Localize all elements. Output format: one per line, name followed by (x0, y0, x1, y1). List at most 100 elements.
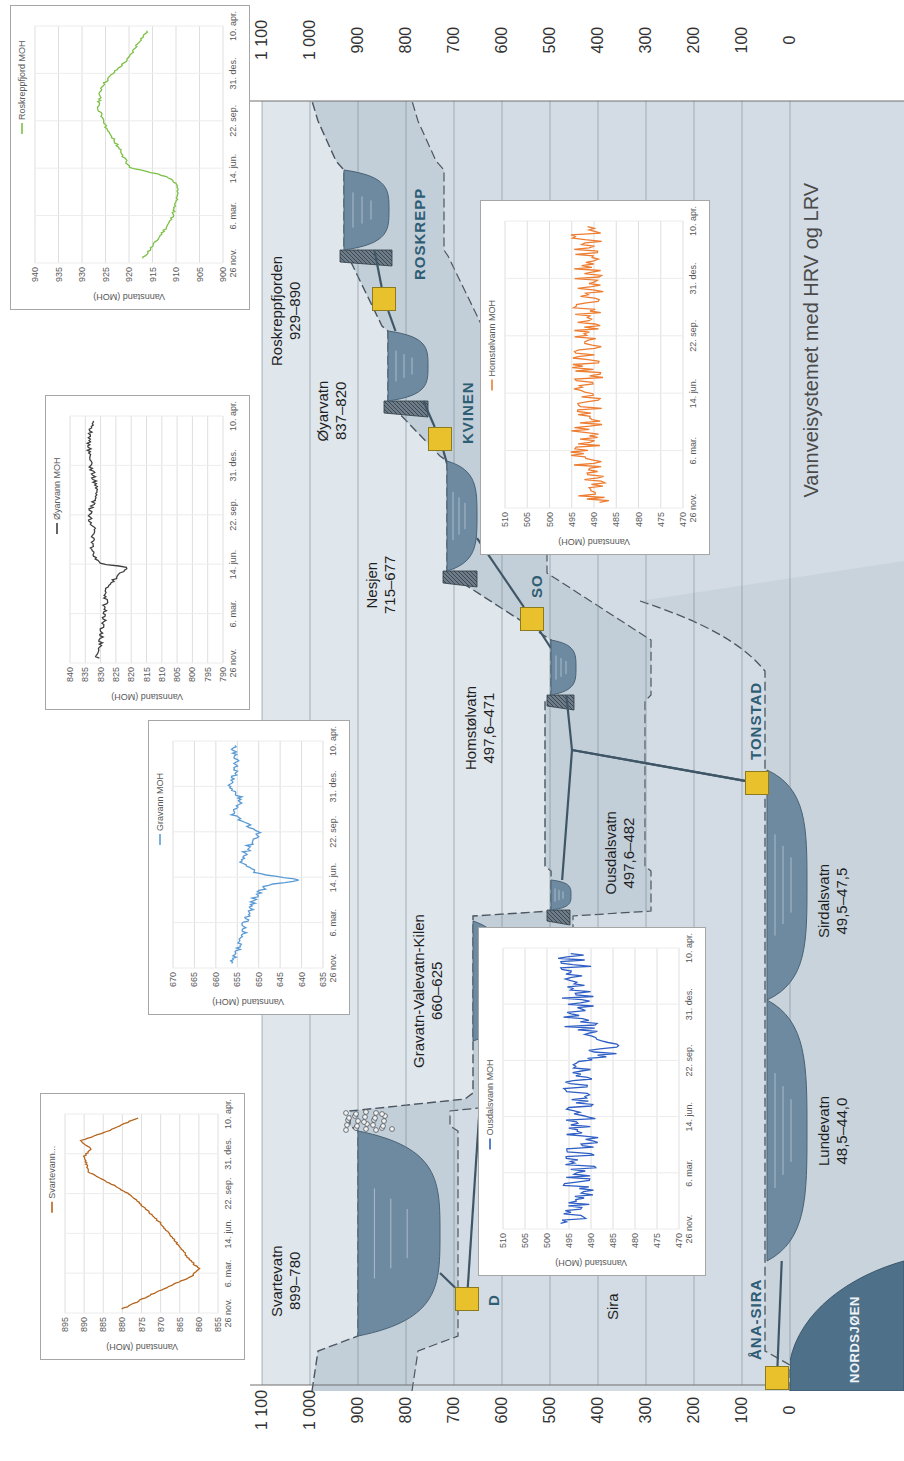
tick-label: 10. apr. (228, 11, 238, 41)
reservoir-label: 715–677 (381, 556, 399, 614)
tick-label: 810 (157, 667, 167, 682)
rockfill-dam (362, 1120, 367, 1125)
rockfill-dam (344, 1128, 349, 1133)
tick-label: 920 (124, 267, 134, 282)
tick-label: 470 (678, 512, 688, 527)
chart-gridline (660, 221, 661, 508)
chart-gridline (65, 1233, 218, 1234)
dam (443, 571, 477, 587)
reservoir-water (473, 921, 503, 1041)
chart-gridline (505, 221, 506, 508)
legend-line (159, 834, 161, 845)
power-station: D (455, 1287, 479, 1311)
reservoir-label: 497,6–471 (480, 693, 498, 764)
rockfill-dam (373, 1116, 378, 1121)
water-ripple (559, 890, 560, 900)
chart-gridline (103, 1114, 104, 1313)
data-series (87, 421, 127, 658)
chart-gridline (503, 948, 504, 1229)
tick-label: 31. des. (328, 770, 338, 802)
level-chart: 89589088588087587086586085526 nov.6. mar… (40, 1093, 245, 1360)
chart-gridline (129, 26, 130, 263)
axis-title: Vannstand (MOH) (558, 537, 630, 547)
water-ripple (783, 1086, 784, 1175)
tick-label: 26 nov. (688, 494, 698, 523)
water-ripple (374, 1188, 375, 1278)
reservoir: Svartevatn899–780 (358, 1131, 440, 1336)
power-station: SO (520, 607, 544, 631)
tick-label: 31. des. (684, 988, 694, 1020)
tick-label: 665 (189, 972, 199, 987)
legend-text: Svartevann... (47, 1146, 57, 1199)
axis-number: 500 (541, 27, 559, 54)
tick-label: 500 (542, 1233, 552, 1248)
tick-label: 510 (500, 512, 510, 527)
reservoir-water (551, 880, 571, 910)
water-ripple (453, 492, 454, 540)
water-ripple (556, 655, 557, 679)
legend-line (21, 123, 23, 134)
tick-label: 635 (318, 972, 328, 987)
tick-label: 6. mar. (328, 909, 338, 937)
chart-plot (149, 719, 351, 1014)
chart-gridline (65, 1313, 218, 1314)
tick-label: 510 (498, 1233, 508, 1248)
chart-gridline (58, 26, 59, 263)
tick-label: 800 (187, 667, 197, 682)
axis-number: 300 (637, 1397, 655, 1424)
tunnel-line (388, 311, 395, 331)
reservoir-label: Sirdalsvatn (815, 864, 833, 938)
chart-gridline (70, 613, 223, 614)
axis-number: 600 (493, 1397, 511, 1424)
chart-gridline (160, 1114, 161, 1313)
reservoir-label: Homstølvatn (462, 686, 480, 770)
sea: NORDSJØEN (790, 1256, 904, 1391)
axis-number: 0 (781, 1406, 799, 1415)
tick-label: 925 (101, 267, 111, 282)
water-ripple (775, 1073, 776, 1188)
tick-label: 795 (203, 667, 213, 682)
water-ripple (491, 967, 492, 996)
tick-label: 14. jun. (684, 1102, 694, 1132)
power-station: KVINEN (428, 427, 452, 451)
tick-label: 6. mar. (688, 437, 698, 465)
chart-gridline (215, 741, 216, 968)
sea-label: NORDSJØEN (848, 1296, 863, 1383)
tunnel-line (566, 695, 745, 781)
chart-gridline (571, 221, 572, 508)
tunnel-line (423, 401, 434, 427)
legend-text: Gravann MOH (155, 773, 165, 831)
reservoir: Øyarvatn837–820 (388, 331, 428, 401)
reservoir: Lundevatn48,5–44,0 (767, 1000, 807, 1261)
axis-number: 1 000 (301, 1390, 319, 1430)
place-label: Sira (604, 1293, 621, 1320)
axis-line (250, 101, 904, 102)
chart-gridline (503, 1172, 679, 1173)
legend-text: Ousdalsvann MOH (485, 1059, 495, 1135)
axis-number: 500 (541, 1397, 559, 1424)
axis-number: 1 000 (301, 20, 319, 60)
water-ripple (465, 503, 466, 529)
tick-label: 895 (60, 1317, 70, 1332)
reservoir-water (551, 640, 576, 695)
chart-gridline (35, 263, 223, 264)
tick-label: 470 (674, 1233, 684, 1248)
chart-gridline (638, 221, 639, 508)
chart-gridline (280, 741, 281, 968)
legend-line (51, 1202, 53, 1213)
chart-gridline (35, 120, 223, 121)
reservoir: Roskreppfjorden929–890 (344, 170, 389, 250)
tick-label: 475 (656, 512, 666, 527)
tick-label: 14. jun. (328, 863, 338, 893)
chart-gridline (35, 26, 36, 263)
chart-gridline (591, 948, 592, 1229)
water-ripple (479, 955, 480, 1008)
tick-label: 830 (96, 667, 106, 682)
chart-gridline (176, 26, 177, 263)
axis-number: 1 100 (253, 20, 271, 60)
chart-gridline (173, 741, 174, 968)
tick-label: 10. apr. (228, 401, 238, 431)
dam (547, 695, 574, 710)
lake-shape (447, 461, 477, 571)
tick-label: 910 (171, 267, 181, 282)
